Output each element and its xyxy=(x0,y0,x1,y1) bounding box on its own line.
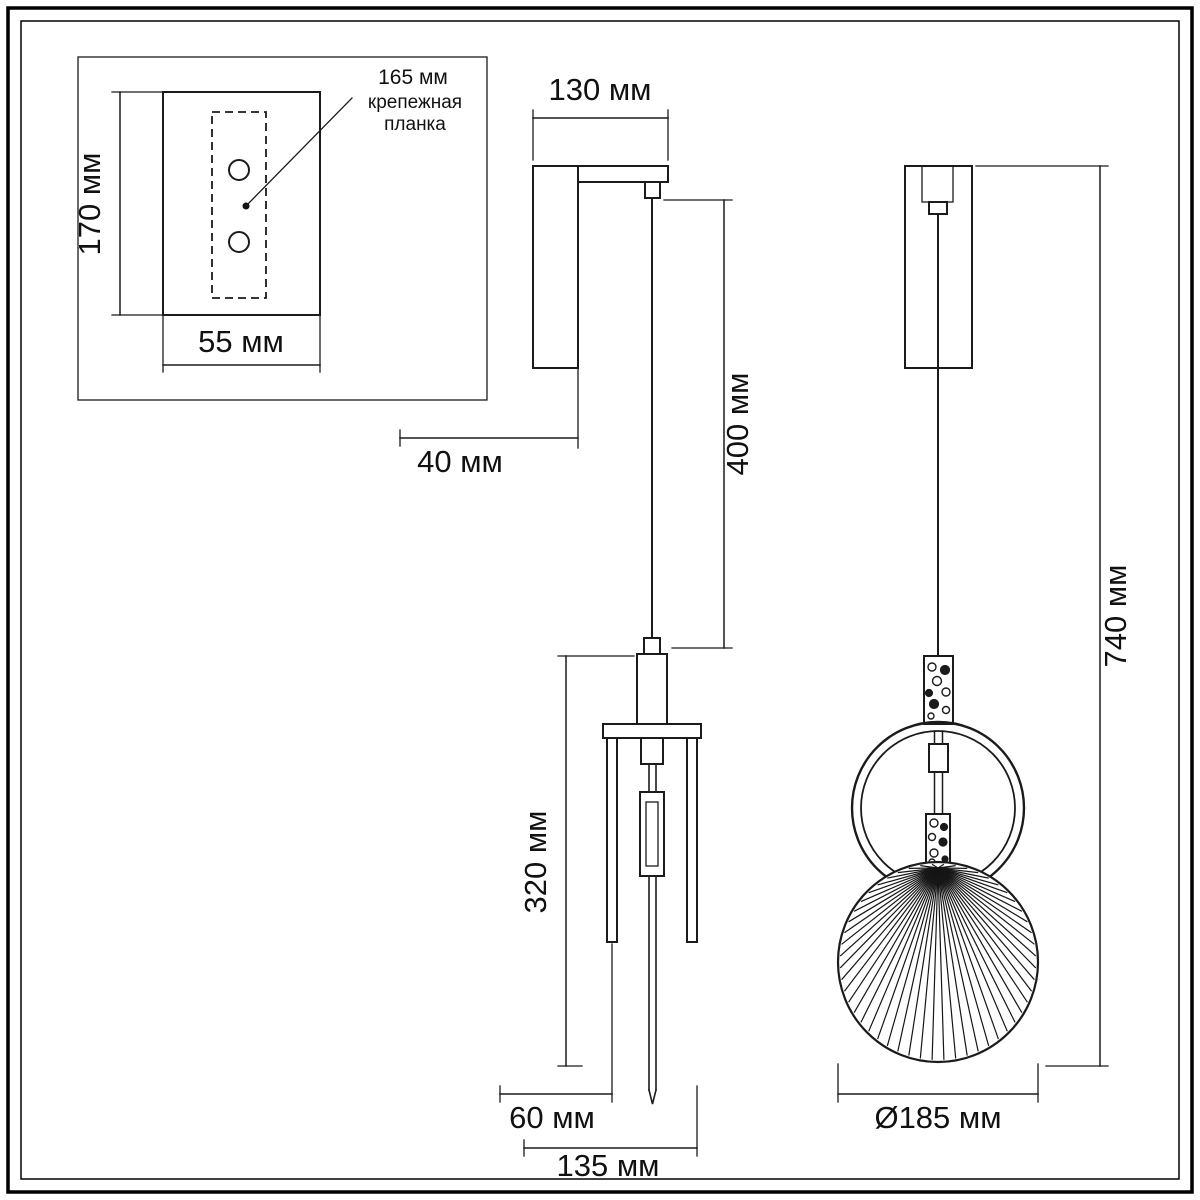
ring-edge-left xyxy=(606,737,618,943)
label-320mm: 320 мм xyxy=(518,811,553,914)
label-135mm: 135 мм xyxy=(557,1148,660,1183)
shade-pleat-line xyxy=(841,867,939,945)
shade-pleat-line xyxy=(908,867,939,1056)
shade-pleat-line xyxy=(839,867,939,969)
shade-pleat-line xyxy=(937,867,1008,1032)
shade-pleat-line xyxy=(848,867,939,923)
label-mount-plate-2: планка xyxy=(384,114,446,135)
ring-edge-right xyxy=(686,737,698,943)
shade-pleat-line xyxy=(919,867,939,1059)
shade-pleat-line xyxy=(839,867,939,957)
inner-socket-front xyxy=(928,743,949,773)
shade-pleat-line xyxy=(937,867,979,1052)
shade-pleat-line xyxy=(853,867,939,912)
bracket-wall-plate-side xyxy=(532,165,579,369)
page-frame xyxy=(6,6,1194,1194)
shade-pleat-line xyxy=(868,867,939,1032)
shade-pleat-line xyxy=(937,867,1028,1003)
shade-pleat-line xyxy=(886,867,939,1047)
label-400mm: 400 мм xyxy=(720,373,755,476)
shade-pleat-line xyxy=(844,867,939,934)
cord-connector-side xyxy=(644,181,661,199)
label-diameter-185mm: Ø185 мм xyxy=(874,1100,1001,1135)
shade-pleat-line xyxy=(937,867,1028,923)
shade-pleat-line xyxy=(937,867,968,1056)
outer-border xyxy=(6,6,1194,1194)
mid-clamp-side xyxy=(639,791,665,877)
label-mount-plate-1: крепежная xyxy=(368,92,462,113)
shade-pleat-line xyxy=(937,867,1016,1023)
shade-pleat-line xyxy=(937,867,1037,969)
cord-grip-front xyxy=(928,201,948,215)
shade-pleat-line xyxy=(931,863,939,869)
shade-pleat-line xyxy=(937,867,1035,945)
shade-pleat-line xyxy=(937,867,1037,957)
fan-pleats xyxy=(839,863,1037,1060)
mounting-bar-dashed xyxy=(211,111,267,299)
side-view: 130 мм 40 мм 400 мм 320 мм xyxy=(399,72,755,1183)
shade-pleat-line xyxy=(937,867,999,1040)
label-40mm: 40 мм xyxy=(417,444,503,479)
mid-clamp-inner-side xyxy=(645,801,659,867)
label-740mm: 740 мм xyxy=(1098,565,1133,668)
shade-pleat-line xyxy=(897,867,939,874)
shade-pleat-line xyxy=(937,867,957,1059)
shade-pleat-line xyxy=(860,867,939,1023)
label-55mm: 55 мм xyxy=(198,324,284,359)
label-60mm: 60 мм xyxy=(509,1100,595,1135)
shade-pleat-line xyxy=(937,867,945,1060)
shade-pleat-line xyxy=(937,867,990,1047)
shade-pleat-line xyxy=(937,867,989,879)
shade-pleat-line xyxy=(931,867,939,1060)
inset-mounting-plate-view: 165 мм крепежная планка 170 мм 55 мм xyxy=(72,56,488,401)
shade-pleat-line xyxy=(937,867,1016,903)
shade-pleat-line xyxy=(937,867,1008,894)
shade-pleat-line xyxy=(887,867,939,879)
perforated-cap-pattern xyxy=(924,662,951,720)
shade-blade-tip xyxy=(648,1089,657,1105)
center-clamp-top-side xyxy=(640,737,664,765)
callout-leader-line xyxy=(245,97,353,207)
shade-pleat-line xyxy=(868,867,939,894)
shade-pleat-line xyxy=(843,867,939,992)
shade-pleat-line xyxy=(937,867,1032,934)
shade-pleat-line xyxy=(920,865,939,869)
socket-top-side xyxy=(643,637,661,655)
shade-pleat-line xyxy=(877,867,939,1040)
shade-pleat-line xyxy=(937,867,1033,992)
shade-pleat-line xyxy=(937,867,999,886)
shade-pleat-line xyxy=(877,867,939,886)
shade-pleat-line xyxy=(937,867,1023,912)
shade-pleat-line xyxy=(897,867,939,1052)
inset-box xyxy=(77,56,488,401)
label-170mm: 170 мм xyxy=(72,153,107,256)
socket-side xyxy=(636,653,668,725)
shade-pleat-line xyxy=(860,867,939,903)
shade-pleat-line xyxy=(937,867,1035,981)
label-165mm: 165 мм xyxy=(378,66,448,89)
shade-outline xyxy=(836,860,1040,1064)
label-130mm: 130 мм xyxy=(549,72,652,107)
shade-pleat-line xyxy=(848,867,939,1003)
front-view: 740 мм Ø185 мм xyxy=(836,165,1133,1135)
mounting-plate-outline xyxy=(162,91,321,316)
top-plate-side xyxy=(602,723,702,739)
inner-border xyxy=(20,20,1180,1180)
shade-pleat-line xyxy=(841,867,939,981)
mount-hole-top xyxy=(228,159,250,181)
shade-pleat-line xyxy=(853,867,939,1014)
shade-pleat-line xyxy=(937,867,1023,1014)
mount-hole-bottom xyxy=(228,231,250,253)
